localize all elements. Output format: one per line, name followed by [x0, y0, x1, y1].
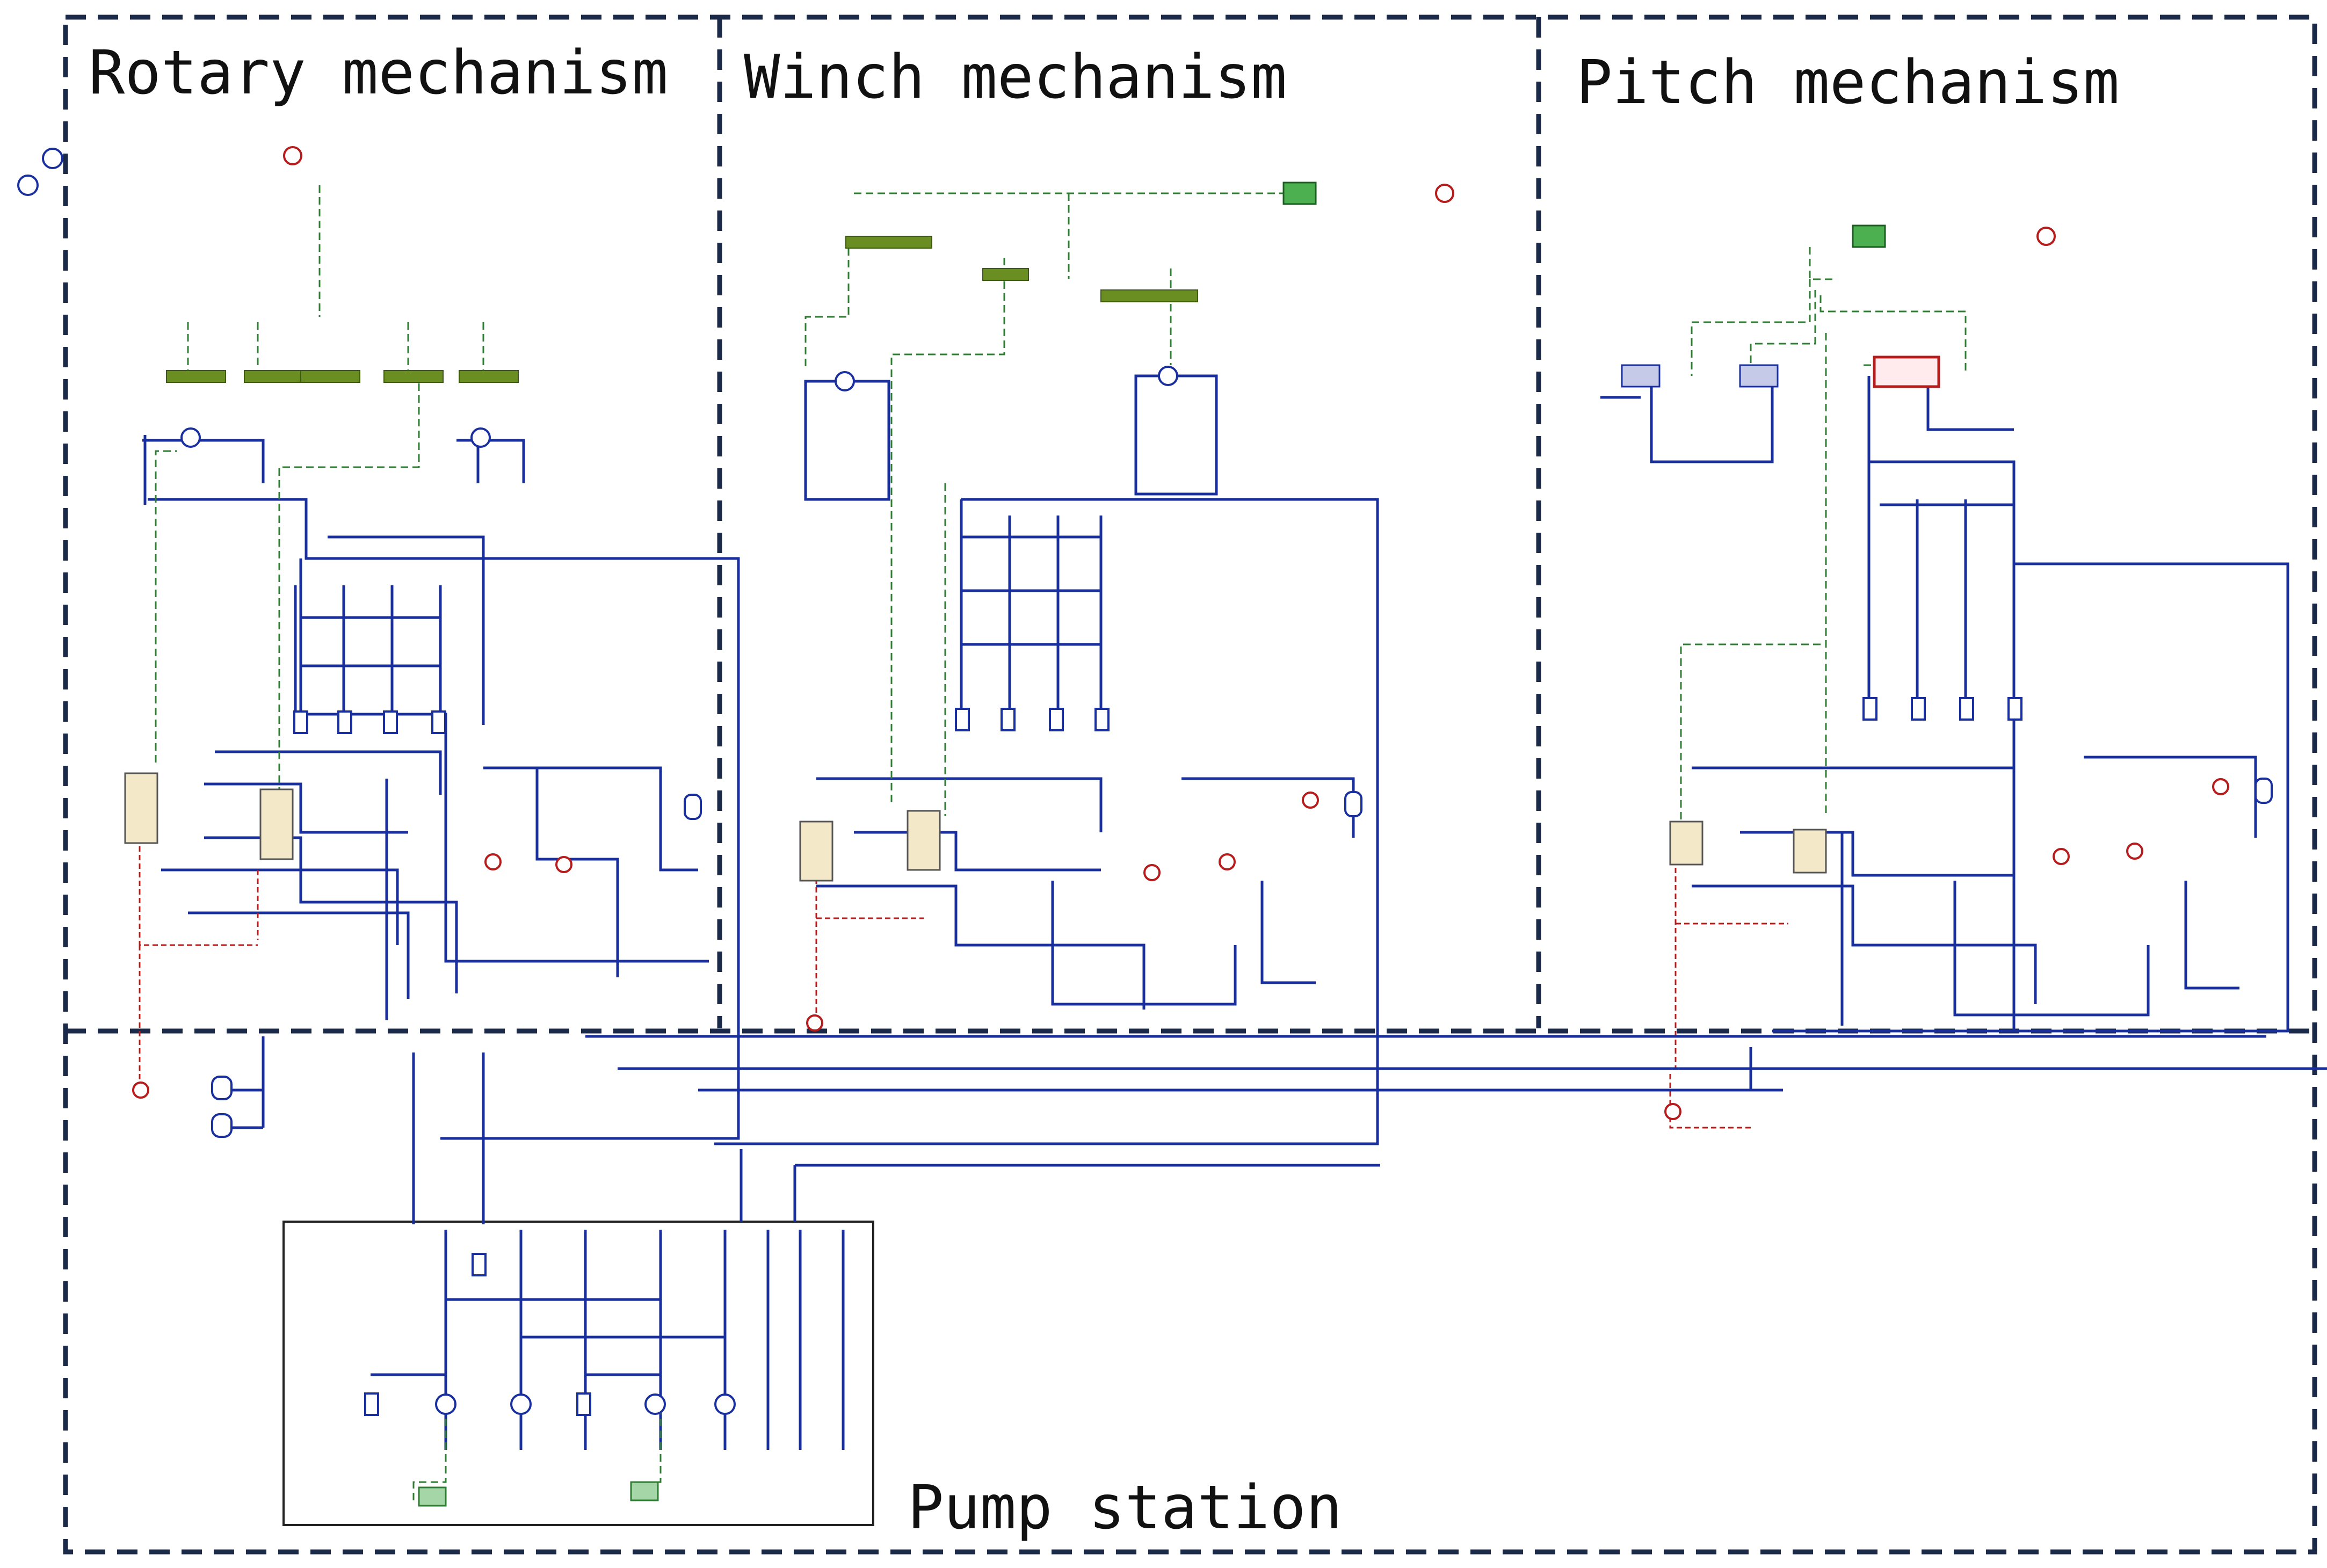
- valve-icon: [1911, 697, 1926, 721]
- valve-icon: [293, 710, 308, 734]
- cylinder-icon: [1621, 364, 1661, 388]
- rotary-components: [124, 146, 702, 1099]
- sensor-icon: [1852, 224, 1886, 248]
- winch-sensor-lines: [815, 870, 924, 1020]
- valve-icon: [1094, 708, 1110, 731]
- cylinder-icon: [1344, 791, 1362, 817]
- pitch-circuit: [1600, 376, 2289, 1033]
- gauge-icon: [283, 146, 302, 165]
- pitch-sensor-lines: [1669, 859, 1788, 1129]
- gauge-icon: [2036, 227, 2056, 246]
- gauge-icon: [1435, 184, 1454, 203]
- valve-icon: [576, 1392, 591, 1416]
- pump-station-box: [282, 1221, 874, 1526]
- actuator-icon: [124, 772, 158, 844]
- pitch-components: [1621, 224, 2273, 1120]
- actuator-icon: [1793, 829, 1827, 874]
- valve-icon: [337, 710, 352, 734]
- outer-boundary: [63, 14, 2317, 1555]
- pitch-signal-lines: [1680, 247, 1967, 838]
- rotary-circuit: [142, 435, 740, 1140]
- gauge-icon: [2053, 848, 2070, 865]
- gauge-icon: [1143, 864, 1161, 881]
- gauge-icon: [1219, 853, 1236, 870]
- valve-icon: [364, 1392, 379, 1416]
- gauge-icon: [806, 1014, 823, 1032]
- section-title-pitch: Pitch mechanism: [1576, 48, 2120, 118]
- valve-icon: [1049, 708, 1064, 731]
- actuator-icon: [1669, 821, 1703, 866]
- rotary-sensor-lines: [139, 838, 259, 1085]
- actuator-icon: [799, 821, 833, 882]
- valve-icon: [383, 710, 398, 734]
- hydraulic-motor-icon: [835, 371, 855, 391]
- section-title-pump: Pump station: [908, 1473, 1343, 1543]
- hydraulic-pump-icon: [714, 1393, 736, 1415]
- hydraulic-motor-icon: [1158, 366, 1178, 386]
- section-title-winch: Winch mechanism: [744, 42, 1287, 112]
- hydraulic-motor-icon: [470, 427, 491, 448]
- pump-signal-lines: [412, 1407, 662, 1504]
- actuator-icon: [907, 810, 941, 871]
- cylinder-icon: [1739, 364, 1779, 388]
- actuator-icon: [1873, 355, 1940, 388]
- rotary-signal-lines: [155, 185, 484, 795]
- cylinder-icon: [211, 1076, 233, 1100]
- pump-components: [211, 1076, 736, 1507]
- gauge-icon: [555, 856, 572, 873]
- cylinder-icon: [684, 794, 702, 820]
- gauge-icon: [2126, 843, 2143, 860]
- section-title-rotary: Rotary mechanism: [89, 38, 668, 108]
- valve-icon: [472, 1253, 487, 1276]
- cylinder-icon: [2254, 778, 2273, 804]
- valve-icon: [2007, 697, 2022, 721]
- actuator-icon: [259, 788, 294, 860]
- actuator-icon: [630, 1481, 659, 1501]
- hydraulic-pump-icon: [644, 1393, 666, 1415]
- valve-icon: [431, 710, 446, 734]
- legend-symbols: [17, 148, 63, 196]
- hydraulic-pump-icon: [510, 1393, 532, 1415]
- cylinder-icon: [211, 1113, 233, 1138]
- hydraulic-motor-icon: [180, 427, 201, 448]
- actuator-icon: [418, 1486, 447, 1507]
- gauge-icon: [484, 853, 502, 870]
- winch-components: [799, 182, 1454, 1032]
- gauge-icon: [42, 148, 63, 169]
- winch-circuit: [714, 374, 1379, 1145]
- hydraulic-pump-icon: [435, 1393, 456, 1415]
- winch-gears: [845, 236, 1198, 302]
- valve-icon: [1862, 697, 1877, 721]
- rotary-gears: [166, 370, 519, 383]
- valve-icon: [1001, 708, 1016, 731]
- trunk-lines: [215, 1035, 2327, 1450]
- winch-signal-lines: [804, 192, 1316, 816]
- gauge-icon: [2212, 778, 2229, 795]
- gauge-icon: [1664, 1103, 1681, 1120]
- sensor-icon: [17, 175, 39, 196]
- valve-icon: [955, 708, 970, 731]
- valve-icon: [1959, 697, 1974, 721]
- sensor-icon: [1282, 182, 1317, 205]
- gauge-icon: [132, 1081, 149, 1099]
- section-boundaries: [63, 14, 2317, 1555]
- gauge-icon: [1302, 792, 1319, 809]
